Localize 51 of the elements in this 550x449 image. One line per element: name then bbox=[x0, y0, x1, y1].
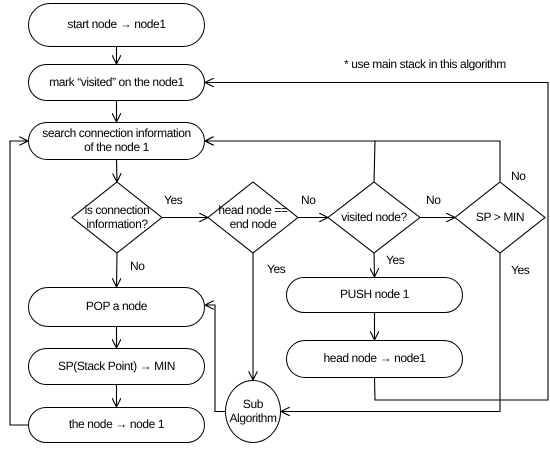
node-label: POP a node bbox=[86, 300, 148, 314]
arrow bbox=[298, 212, 329, 223]
arrow bbox=[420, 212, 456, 223]
node-label: the node → node 1 bbox=[68, 418, 164, 432]
edge-label: Yes bbox=[266, 263, 286, 276]
arrow bbox=[280, 253, 501, 417]
node-label: SP(Stack Point) → MIN bbox=[58, 360, 175, 374]
edge-label: No bbox=[510, 170, 527, 184]
note: * use main stack in this algorithm bbox=[344, 57, 506, 71]
arrow bbox=[111, 385, 122, 408]
node-label: Sub Algorithm bbox=[228, 398, 278, 426]
arrow bbox=[9, 136, 29, 426]
edge-label: Yes bbox=[163, 194, 184, 208]
edge-label: Yes bbox=[385, 254, 406, 268]
node-label: SP > MIN bbox=[476, 210, 524, 224]
decision-diamond bbox=[208, 182, 298, 253]
node-label: search connection information of the node 1 bbox=[42, 127, 192, 155]
arrow bbox=[112, 160, 122, 183]
decision-diamond bbox=[72, 182, 162, 253]
process-terminal bbox=[28, 407, 205, 443]
arrow bbox=[204, 136, 501, 182]
node-label: PUSH node 1 bbox=[340, 288, 409, 302]
arrow bbox=[369, 252, 380, 278]
arrow bbox=[204, 300, 225, 412]
arrow bbox=[111, 101, 122, 123]
edge-label: No bbox=[129, 260, 146, 274]
edge-label: No bbox=[300, 194, 317, 208]
arrow bbox=[204, 77, 549, 401]
arrow bbox=[369, 313, 380, 341]
arrow bbox=[162, 212, 209, 223]
node-label: start node → node1 bbox=[67, 18, 166, 32]
process-terminal bbox=[28, 287, 205, 327]
decision-diamond bbox=[455, 182, 545, 253]
process-terminal bbox=[28, 348, 205, 385]
arrow bbox=[111, 47, 122, 65]
arrow bbox=[248, 253, 258, 381]
arrow bbox=[111, 327, 122, 349]
decision-diamond bbox=[328, 182, 420, 253]
node-label: mark “visited” on the node1 bbox=[49, 76, 184, 90]
arrow bbox=[112, 253, 122, 288]
node-label: head node == end node bbox=[218, 204, 288, 232]
process-terminal bbox=[28, 64, 205, 101]
edge-label: Yes bbox=[510, 264, 530, 278]
process-terminal bbox=[286, 340, 463, 378]
node-label: is connection information? bbox=[84, 204, 150, 232]
process-terminal bbox=[286, 277, 463, 313]
node-label: head node → node1 bbox=[324, 352, 426, 366]
edge-label: No bbox=[425, 194, 442, 208]
node-label: visited node? bbox=[341, 210, 407, 224]
process-terminal bbox=[28, 3, 205, 47]
process-terminal bbox=[28, 122, 205, 160]
